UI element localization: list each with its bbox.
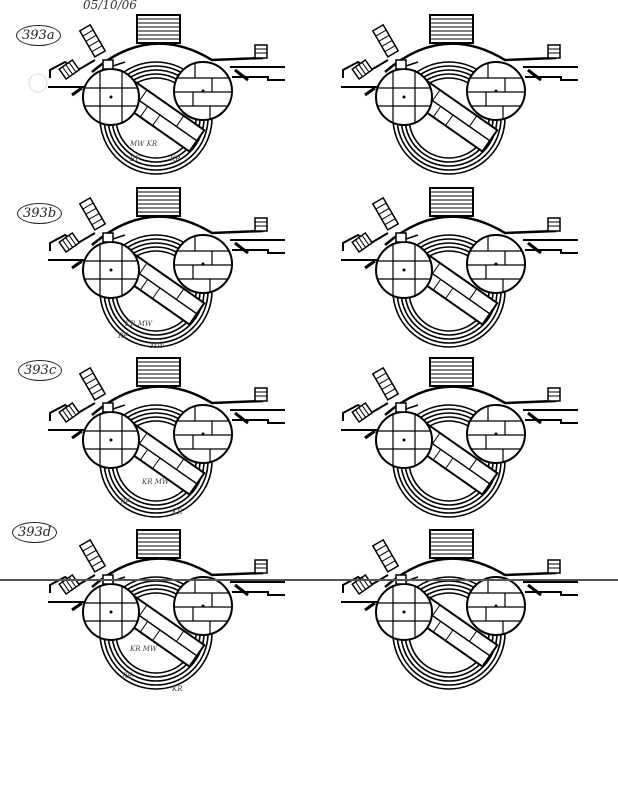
annotation: RF	[118, 332, 129, 340]
annotation: RF	[122, 672, 133, 680]
annotation: KR	[170, 155, 181, 163]
stage-plan-diagram-left-4	[46, 528, 287, 691]
panel-label-393b: 393b	[17, 203, 63, 224]
annotation: MW	[150, 342, 165, 350]
annotation: RF	[130, 155, 141, 163]
stage-plan-diagram-right-3	[339, 356, 580, 519]
annotation: RF	[120, 498, 131, 506]
stage-plan-diagram-left-1	[46, 13, 287, 176]
hole-punch	[28, 73, 48, 93]
annotation: KR	[172, 508, 183, 516]
stage-plan-diagram-right-4	[339, 528, 580, 691]
panel-label-393c: 393c	[18, 360, 63, 381]
stage-plan-diagram-right-1	[339, 13, 580, 176]
annotation: MW KR	[130, 140, 158, 148]
annotation: KR MW	[142, 478, 170, 486]
date-note: 05/10/06	[83, 0, 137, 12]
stage-plan-diagram-left-2	[46, 186, 287, 349]
panel-label-393d: 393d	[12, 522, 58, 543]
annotation: KR MW	[130, 645, 158, 653]
panel-label-393a: 393a	[16, 25, 61, 46]
annotation: KR MW	[125, 320, 153, 328]
stage-plan-diagram-right-2	[339, 186, 580, 349]
annotation: KR	[172, 685, 183, 693]
stage-plan-diagram-left-3	[46, 356, 287, 519]
